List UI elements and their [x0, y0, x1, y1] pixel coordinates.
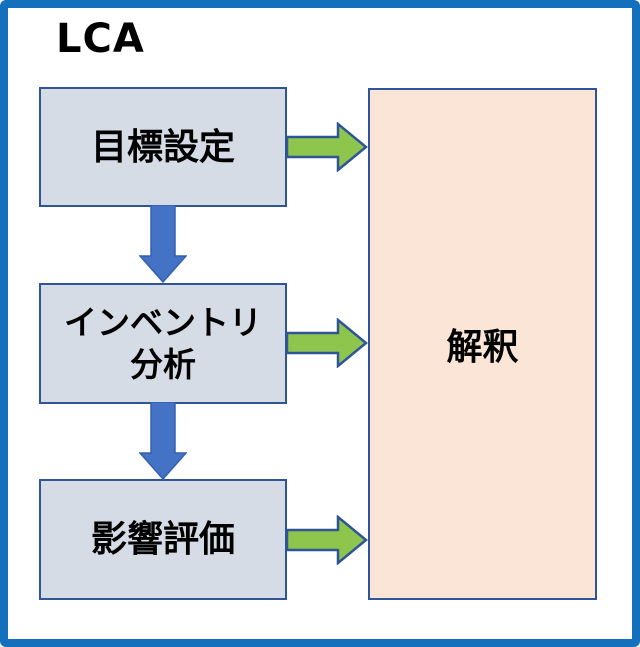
interpretation-box: 解釈 — [368, 88, 597, 600]
right-arrow-icon — [286, 515, 368, 565]
down-arrow-icon — [139, 402, 187, 480]
step-box-goal-definition: 目標設定 — [39, 87, 287, 207]
diagram-title: LCA — [56, 16, 145, 62]
step-label-inventory-analysis: インベントリ 分析 — [64, 303, 262, 384]
interpretation-label: 解釈 — [446, 327, 519, 368]
step-box-inventory-analysis: インベントリ 分析 — [39, 283, 287, 404]
step-box-impact-assessment: 影響評価 — [39, 479, 287, 600]
right-arrow-icon — [286, 318, 368, 368]
right-arrow-icon — [286, 122, 368, 172]
step-label-impact-assessment: 影響評価 — [90, 519, 235, 560]
down-arrow-icon — [139, 205, 187, 283]
step-label-goal-definition: 目標設定 — [90, 126, 235, 168]
